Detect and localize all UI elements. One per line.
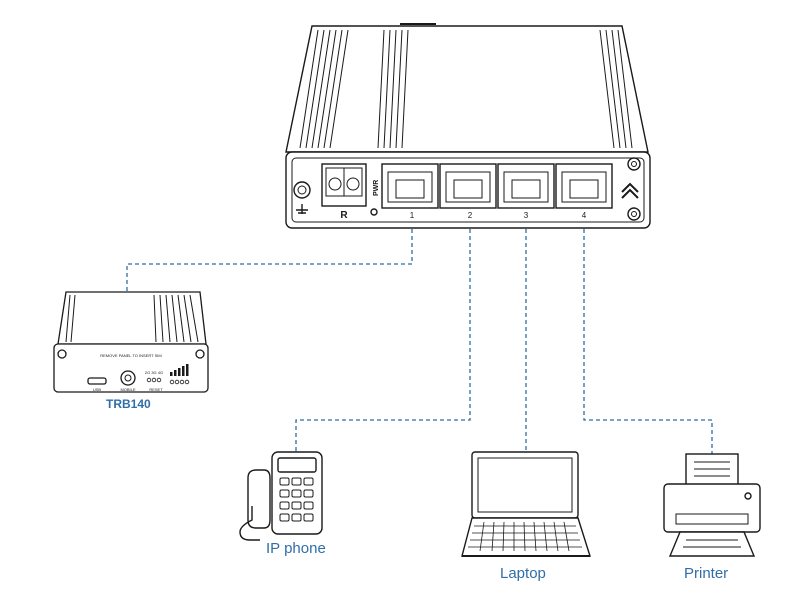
sim-slot-text: REMOVE PANEL TO INSERT SIM bbox=[100, 353, 162, 358]
ip-phone-icon bbox=[239, 451, 323, 541]
ip-phone-label: IP phone bbox=[266, 540, 326, 557]
port-number-4: 4 bbox=[582, 211, 587, 220]
mobile-label: MOBILE bbox=[120, 387, 135, 392]
brand-logo-icon bbox=[621, 182, 639, 199]
laptop-icon bbox=[461, 451, 591, 557]
trb140-label: TRB140 bbox=[106, 397, 151, 411]
pwr-label: PWR bbox=[373, 180, 380, 196]
link-printer bbox=[583, 222, 713, 454]
ethernet-ports bbox=[381, 163, 613, 209]
r-label: R bbox=[340, 210, 348, 221]
net-label: 2G 3G 4G bbox=[145, 370, 163, 375]
port-number-1: 1 bbox=[410, 211, 415, 220]
usb-port bbox=[87, 377, 107, 385]
screw-icon bbox=[57, 349, 67, 359]
signal-bars-icon bbox=[170, 364, 189, 376]
link-trb140 bbox=[126, 222, 413, 292]
switch-device bbox=[285, 23, 651, 229]
printer-icon bbox=[663, 453, 761, 557]
port-number-3: 3 bbox=[524, 211, 529, 220]
printer-label: Printer bbox=[684, 565, 729, 582]
laptop-label: Laptop bbox=[500, 565, 546, 582]
pwr-led bbox=[370, 208, 378, 216]
status-leds bbox=[146, 377, 190, 385]
reset-label: RESET bbox=[149, 387, 163, 392]
link-ip-phone bbox=[295, 222, 471, 452]
connection-lines bbox=[126, 222, 713, 454]
port-number-2: 2 bbox=[468, 211, 473, 220]
ground-icon bbox=[296, 204, 308, 214]
screw-icon bbox=[195, 349, 205, 359]
trb140-router bbox=[53, 291, 209, 393]
usb-label: USB bbox=[93, 387, 102, 392]
